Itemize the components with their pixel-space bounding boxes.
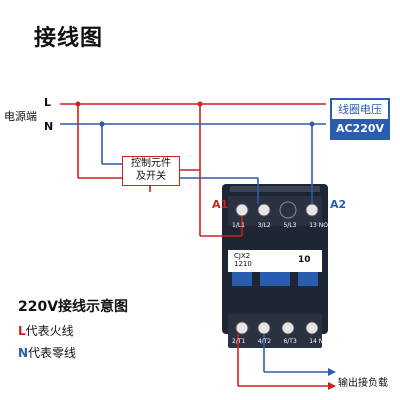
bottom-terminal-screws (235, 321, 319, 335)
line-l-label: L (44, 96, 52, 109)
output-arrow-live (328, 382, 336, 390)
top-terminal-label: 13 NO (309, 222, 328, 229)
output-load-label: 输出接负载 (338, 378, 388, 389)
model-label: CJX2 1210 (234, 252, 252, 268)
top-terminal-screws (235, 201, 319, 219)
line-n-label: N (44, 120, 54, 133)
bottom-terminal-label: 2/T1 (232, 338, 246, 345)
legend-live: L代表火线 (18, 322, 74, 339)
power-source-label: 电源端 (4, 110, 37, 123)
model-rating: 1210 (234, 260, 252, 268)
coil-voltage-value: AC220V (332, 119, 388, 138)
terminal-a1-label: A1 (212, 198, 229, 211)
junction-dots (75, 101, 315, 127)
terminal-a2-label: A2 (330, 198, 347, 211)
legend-live-letter: L (18, 324, 26, 338)
coil-voltage-box: 线圈电压 AC220V (330, 98, 390, 140)
output-arrow-neutral (328, 368, 336, 376)
legend-neutral: N代表零线 (18, 344, 76, 361)
control-switch-label: 及开关 (136, 171, 166, 182)
top-terminal-labels: 1/L1 3/L2 5/L3 13 NO (232, 222, 328, 229)
bottom-terminal-labels: 2/T1 4/T2 6/T3 14 NO (232, 338, 328, 345)
control-element-label: 控制元件 (131, 158, 171, 169)
diagram-title: 220V接线示意图 (18, 299, 129, 315)
top-terminal-label: 1/L1 (232, 222, 245, 229)
model-number: 10 (298, 255, 311, 265)
live-wiring (60, 103, 330, 387)
bottom-terminal-label: 4/T2 (257, 338, 272, 345)
bottom-terminal-label: 6/T3 (283, 338, 297, 345)
page-title: 接线图 (34, 26, 104, 51)
top-terminal-label: 3/L2 (257, 222, 271, 229)
legend-live-text: 代表火线 (25, 324, 74, 338)
bottom-terminal-label: 14 NO (309, 338, 328, 345)
contactor-body (222, 184, 328, 348)
model-name: CJX2 (234, 252, 251, 260)
coil-voltage-label: 线圈电压 (338, 103, 382, 116)
legend-neutral-letter: N (18, 346, 29, 360)
top-terminal-label: 5/L3 (283, 222, 297, 229)
control-element-box: 控制元件 及开关 (122, 156, 180, 186)
legend-neutral-text: 代表零线 (28, 346, 77, 360)
